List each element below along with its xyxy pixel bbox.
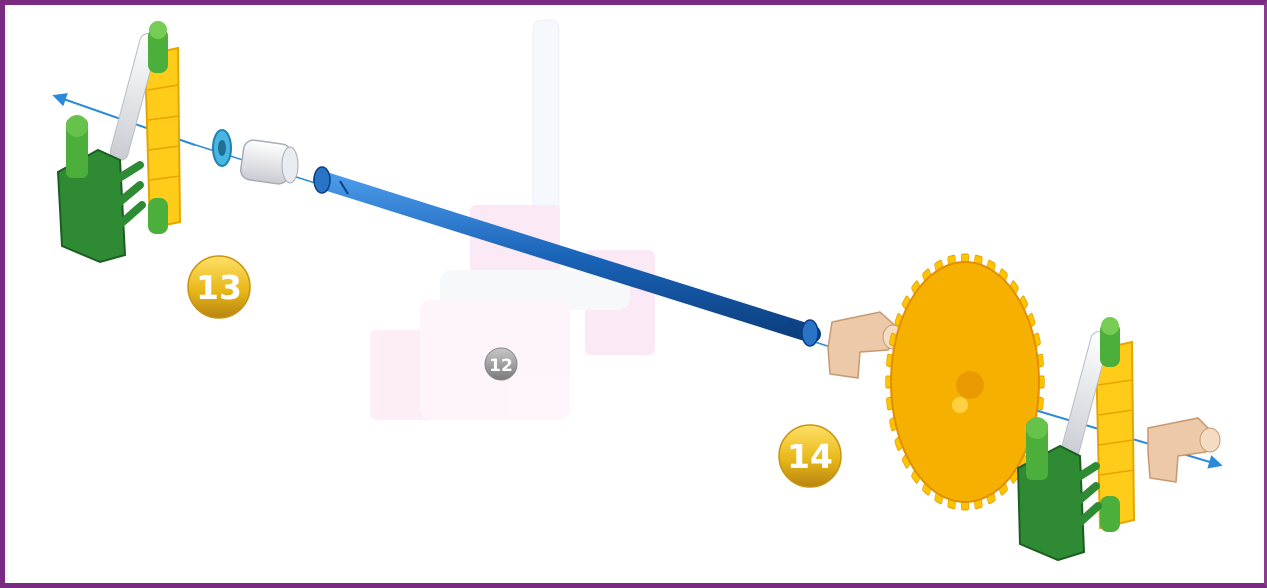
- blue-spacer: [213, 130, 231, 166]
- white-bushing: [239, 139, 298, 185]
- step-badge-14: 14: [779, 425, 841, 487]
- step-number-12: 12: [489, 356, 513, 376]
- left-bracket: [58, 21, 180, 262]
- step-number-14: 14: [787, 437, 833, 476]
- step-badge-12: 12: [485, 348, 517, 380]
- step-badge-13: 13: [188, 256, 250, 318]
- step-number-13: 13: [196, 268, 242, 307]
- tan-bushing-right: [1148, 418, 1220, 482]
